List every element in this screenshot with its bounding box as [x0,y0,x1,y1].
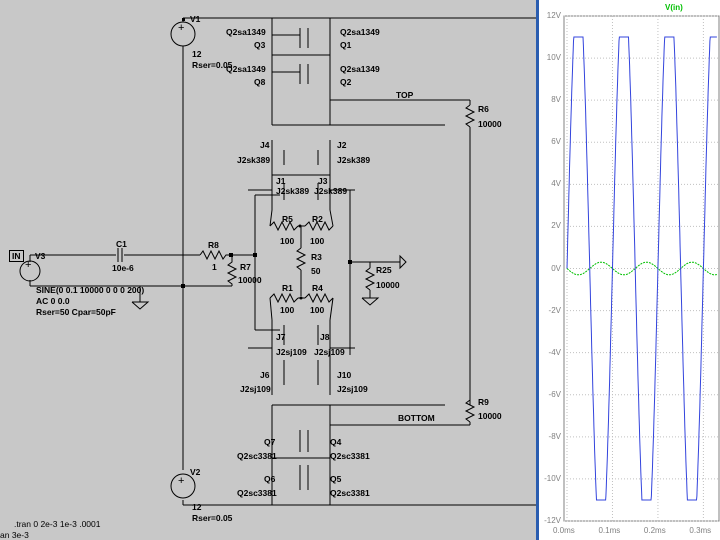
r5-value: 100 [280,236,295,246]
x-tick-label: 0.1ms [598,526,621,535]
in-port-label[interactable]: IN [9,250,24,262]
c1-value: 10e-6 [112,263,134,273]
r1-ref: R1 [282,283,293,293]
j10-ref: J10 [337,370,352,380]
y-tick-label: 2V [551,221,561,231]
series-output-line [566,36,717,501]
q2-model: Q2sa1349 [340,64,380,74]
q3-model: Q2sa1349 [226,27,266,37]
q2-ref: Q2 [340,77,352,87]
v3-sine-spec: SINE(0 0.1 10000 0 0 0 200) [36,285,145,295]
y-tick-label: 12V [546,11,561,20]
y-tick-label: -12V [544,516,561,525]
j6-ref: J6 [260,370,270,380]
j3-ref: J3 [318,176,328,186]
y-tick-label: 8V [551,95,561,105]
series-vin-line [566,261,717,276]
q8-model: Q2sa1349 [226,64,266,74]
j4-model: J2sk389 [237,155,271,165]
y-tick-label: 6V [551,137,561,147]
j10-model: J2sj109 [337,384,368,394]
j7-model: J2sj109 [276,347,307,357]
y-tick-label: -10V [544,473,561,483]
v2-value: 12 [192,502,202,512]
y-tick-label: -4V [548,347,561,357]
v1-ref: V1 [190,14,201,24]
q7-model: Q2sc3381 [237,451,277,461]
v3-ref: V3 [35,251,46,261]
q5-ref: Q5 [330,474,342,484]
v2-ref: V2 [190,467,201,477]
q5-model: Q2sc3381 [330,488,370,498]
j6-model: J2sj109 [240,384,271,394]
tran-directive[interactable]: .tran 0 2e-3 1e-3 .0001 [14,519,101,529]
schematic-wires: + + + [19,17,536,506]
y-tick-label: 10V [546,53,561,63]
q7-ref: Q7 [264,437,276,447]
svg-text:+: + [25,259,31,271]
r4-ref: R4 [312,283,323,293]
r3-value: 50 [311,266,321,276]
r8-value: 1 [212,262,217,272]
y-tick-label: 4V [551,179,561,189]
q4-ref: Q4 [330,437,342,447]
q8-ref: Q8 [254,77,266,87]
r7-value: 10000 [238,275,262,285]
j2-ref: J2 [337,140,347,150]
net-label-bottom: BOTTOM [398,413,435,423]
y-tick-label: -8V [548,431,561,441]
j7-ref: J7 [276,332,286,342]
v1-rser: Rser=0.05 [192,60,233,70]
r25-value: 10000 [376,280,400,290]
v1-value: 12 [192,49,202,59]
v3-ac-spec: AC 0 0.0 [36,296,70,306]
r8-ref: R8 [208,240,219,250]
q6-model: Q2sc3381 [237,488,277,498]
r9-value: 10000 [478,411,502,421]
net-label-top: TOP [396,90,414,100]
q3-ref: Q3 [254,40,266,50]
r2-ref: R2 [312,214,323,224]
r2-value: 100 [310,236,325,246]
v2-plus-sign: + [178,475,184,487]
j8-ref: J8 [320,332,330,342]
r9-ref: R9 [478,397,489,407]
trace-label-vin[interactable]: V(in) [665,3,683,12]
v1-plus-sign: + [178,22,184,34]
j1-ref: J1 [276,176,286,186]
j1-model: J2sk389 [276,186,310,196]
r4-value: 100 [310,305,325,315]
r5-ref: R5 [282,214,293,224]
waveform-viewer[interactable]: V(in) 12V 10V 8V 6V 4V 2V 0V -2V -4V -6V -8V -10V -1… [536,0,720,540]
r1-value: 100 [280,305,295,315]
y-tick-label: -6V [548,389,561,399]
tran-directive-2[interactable]: an 3e-3 [0,530,29,540]
waveform-plot [563,15,720,522]
r7-ref: R7 [240,262,251,272]
v3-rser-spec: Rser=50 Cpar=50pF [36,307,116,317]
x-tick-label: 0.0ms [553,526,575,535]
r25-ref: R25 [376,265,392,275]
q1-model: Q2sa1349 [340,27,380,37]
r6-value: 10000 [478,119,502,129]
x-tick-label: 0.3ms [689,526,712,535]
v2-rser: Rser=0.05 [192,513,233,523]
schematic-editor[interactable]: + + + V1 12 Rser=0.05 V2 12 Rser=0.05 IN… [0,0,536,540]
c1-ref: C1 [116,239,127,249]
r3-ref: R3 [311,252,322,262]
q1-ref: Q1 [340,40,352,50]
r6-ref: R6 [478,104,489,114]
j3-model: J2sk389 [314,186,348,196]
q6-ref: Q6 [264,474,276,484]
j8-model: J2sj109 [314,347,345,357]
plot-frame [563,15,720,522]
y-tick-label: 0V [551,263,561,273]
j2-model: J2sk389 [337,155,371,165]
j4-ref: J4 [260,140,270,150]
q4-model: Q2sc3381 [330,451,370,461]
x-tick-label: 0.2ms [643,526,666,535]
y-tick-label: -2V [548,305,561,315]
